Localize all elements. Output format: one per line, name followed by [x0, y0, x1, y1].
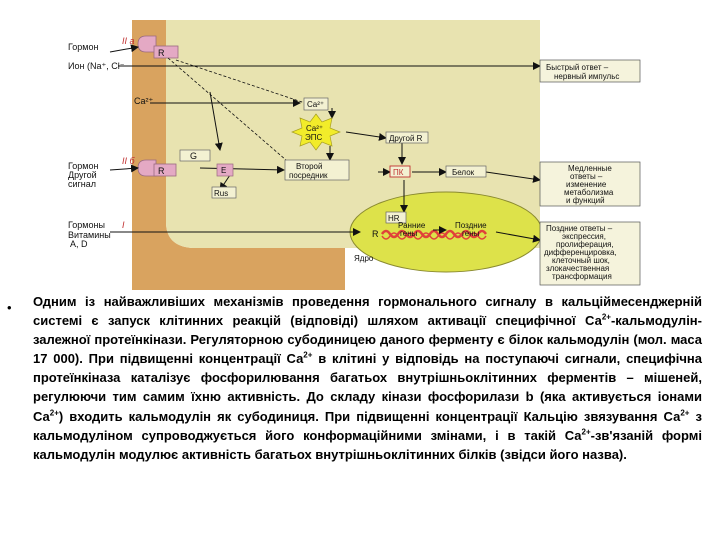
svg-text:Ca²⁺: Ca²⁺ — [306, 124, 323, 133]
svg-text:и функций: и функций — [566, 196, 605, 205]
svg-text:Ранние: Ранние — [398, 221, 426, 230]
nuclear-r: R — [372, 229, 379, 239]
para-seg-6: -зв'язаній формі кальмодулін модулює акт… — [33, 427, 702, 462]
svg-text:ответы –: ответы – — [570, 172, 603, 181]
label-ca-in: Ca²⁺ — [134, 96, 154, 106]
svg-text:гены: гены — [400, 229, 418, 238]
para-sup-4: 2+ — [680, 408, 690, 418]
g-protein-box — [179, 149, 211, 162]
label-signal: сигнал — [68, 179, 96, 189]
svg-text:трансформация: трансформация — [552, 272, 612, 281]
svg-text:посредник: посредник — [289, 171, 328, 180]
svg-text:Белок: Белок — [452, 168, 475, 177]
para-seg-4: ) входить кальмодулін як субодиниця. При… — [58, 408, 681, 424]
hr-box — [385, 211, 407, 224]
roman-iia: II a — [122, 36, 135, 46]
para-sup-2: 2+ — [303, 350, 313, 360]
receptor-iib: R — [137, 159, 177, 177]
bullet-marker: • — [7, 300, 12, 315]
ca-eps-star — [291, 113, 341, 151]
fast-response-box — [539, 59, 641, 83]
svg-text:Ca²⁺: Ca²⁺ — [307, 100, 324, 109]
svg-text:пролиферация,: пролиферация, — [556, 240, 614, 249]
svg-text:нервный импульс: нервный импульс — [554, 72, 619, 81]
para-sup-3: 2+ — [49, 408, 59, 418]
para-seg-3: в клітині у відповідь на поступаючі сигн… — [33, 351, 702, 424]
para-seg-1: Одним із найважливіших механізмів провед… — [33, 294, 702, 329]
protein-box — [445, 165, 487, 178]
rus-box — [211, 186, 237, 199]
svg-text:Медленные: Медленные — [568, 164, 612, 173]
svg-text:HR: HR — [388, 214, 400, 223]
enzyme-e-box — [216, 163, 234, 177]
receptor-r-label: R — [158, 166, 165, 176]
para-seg-5: з кальмодуліном супроводжується його кон… — [33, 408, 702, 443]
svg-text:Быстрый ответ –: Быстрый ответ – — [546, 63, 609, 72]
label-ad: А, D — [70, 239, 88, 249]
signaling-diagram: R R Гормон Ион (Na⁺, Cl⁻ Ca²⁺ Гормон Дру… — [68, 20, 641, 290]
second-messenger-box — [284, 159, 350, 181]
para-seg-2: -кальмодулін-залежної протеїнкінази. Рег… — [33, 313, 702, 367]
label-ion: Ион (Na⁺, Cl⁻ — [68, 61, 125, 71]
late-response-box — [539, 221, 641, 286]
para-sup-5: 2+ — [581, 427, 591, 437]
svg-text:клеточный шок,: клеточный шок, — [552, 256, 610, 265]
cytoplasm — [166, 20, 540, 248]
roman-iib: II б — [122, 156, 136, 166]
body-paragraph: Одним із найважливіших механізмів провед… — [33, 292, 702, 464]
protein-kinase-box — [389, 165, 411, 178]
slow-response-box — [539, 161, 641, 207]
svg-text:изменение: изменение — [566, 180, 607, 189]
label-vitamins: Витамины — [68, 230, 111, 240]
receptor-iia: R — [137, 35, 179, 59]
svg-text:злокачественная: злокачественная — [546, 264, 609, 273]
receptor-r-label: R — [158, 48, 165, 58]
roman-i: I — [122, 220, 125, 230]
svg-text:дифференцировка,: дифференцировка, — [544, 248, 617, 257]
para-sup-1: 2+ — [601, 312, 611, 322]
svg-text:экспрессия,: экспрессия, — [562, 232, 606, 241]
ca-box — [303, 97, 329, 111]
nucleus-label: Ядро — [354, 254, 374, 263]
dna-strand — [380, 229, 488, 239]
svg-text:Поздние: Поздние — [455, 221, 487, 230]
svg-text:Второй: Второй — [296, 162, 322, 171]
label-other: Другой — [68, 170, 97, 180]
svg-text:гены: гены — [462, 229, 480, 238]
svg-text:Другой R: Другой R — [389, 134, 423, 143]
svg-text:ЭПС: ЭПС — [305, 133, 323, 142]
label-hormone: Гормон — [68, 42, 98, 52]
svg-text:ПК: ПК — [393, 168, 404, 177]
svg-text:Rus: Rus — [214, 189, 228, 198]
other-receptor-box — [385, 131, 429, 144]
svg-text:G: G — [190, 151, 197, 161]
svg-text:Поздние ответы –: Поздние ответы – — [546, 224, 613, 233]
svg-text:E: E — [221, 166, 226, 175]
label-hormone-2: Гормон — [68, 161, 98, 171]
svg-text:метаболизма: метаболизма — [564, 188, 614, 197]
label-hormones: Гормоны — [68, 220, 105, 230]
